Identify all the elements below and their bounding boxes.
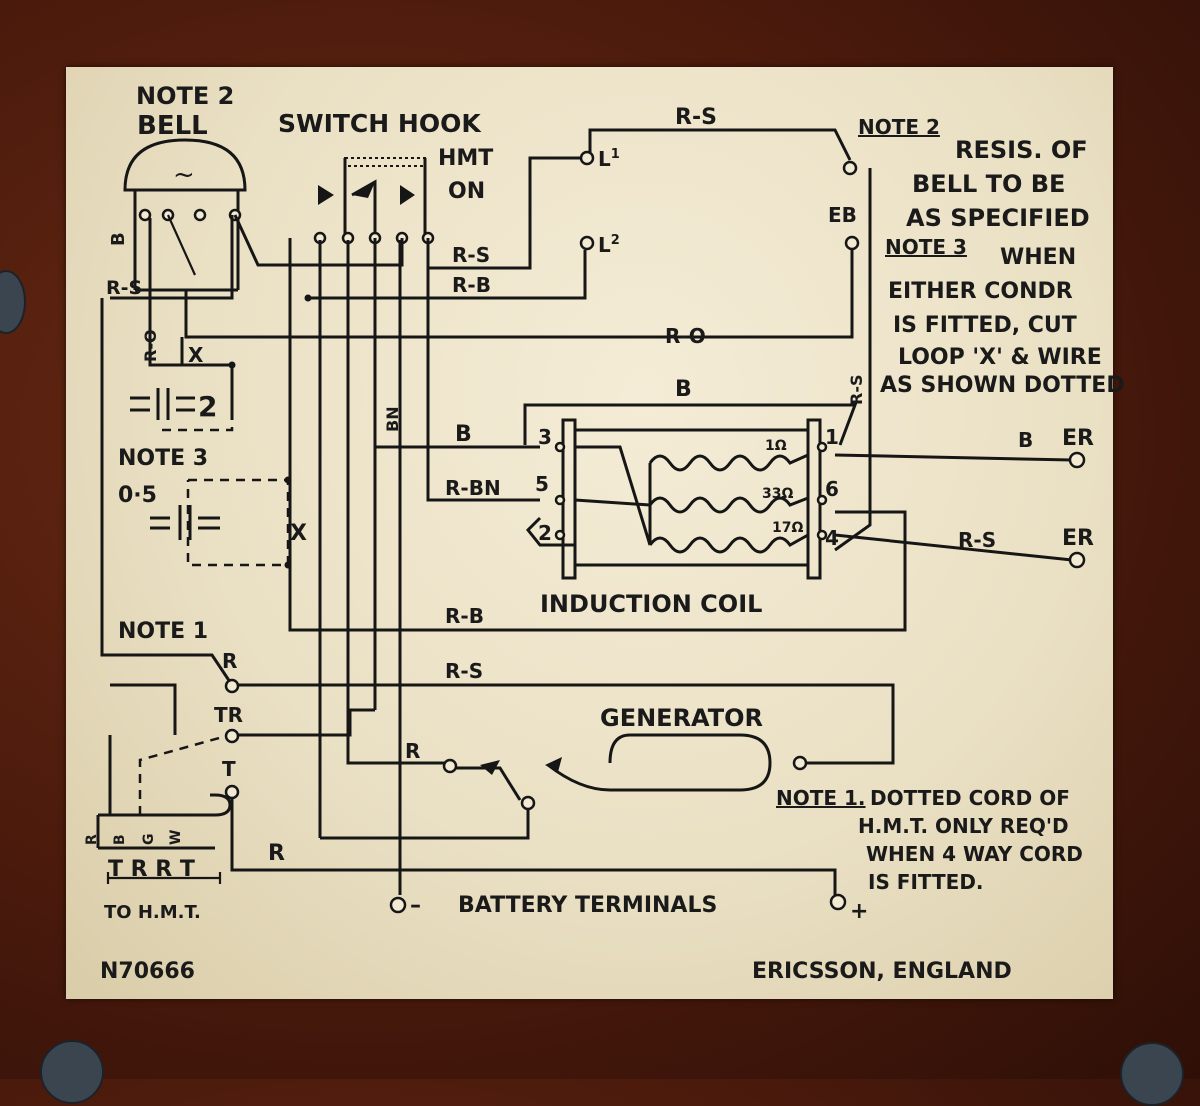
wiring-lines	[96, 128, 1086, 914]
cap-05-label: 0·5	[118, 483, 157, 508]
maker-label: ERICSSON, ENGLAND	[752, 959, 1012, 984]
coil-terminal-6: 6	[825, 477, 839, 501]
rs-er-label: R-S	[958, 528, 996, 552]
er-top-label: ER	[1062, 426, 1094, 451]
wiring-label-sheet	[66, 67, 1113, 999]
winding-1-ohm: 1Ω	[765, 438, 787, 454]
bell-symbol: ~	[123, 138, 247, 292]
note3-line2: EITHER CONDR	[888, 279, 1073, 304]
t-terminal-label: T	[222, 757, 236, 781]
coil-terminal-5: 5	[535, 472, 549, 496]
note3-line3: IS FITTED, CUT	[893, 313, 1077, 338]
induction-coil-label: INDUCTION COIL	[540, 590, 762, 618]
capacitor-2	[130, 363, 234, 432]
l1-label: L1	[598, 147, 620, 171]
note2-line1: RESIS. OF	[955, 136, 1088, 164]
rb-a-label: R-B	[452, 273, 491, 297]
battery-plus-label: +	[850, 899, 868, 924]
coil-terminal-4: 4	[825, 526, 839, 550]
l2-label: L2	[598, 233, 620, 257]
rs-left-label: R-S	[106, 277, 142, 299]
winding-17-ohm: 17Ω	[772, 520, 803, 536]
induction-coil-symbol	[525, 418, 828, 580]
note3-head: NOTE 3	[885, 235, 967, 259]
coil-terminal-1: 1	[825, 425, 839, 449]
rs-top-label: R-S	[675, 105, 717, 130]
notes-block: NOTE 2 RESIS. OF BELL TO BE AS SPECIFIED…	[776, 115, 1125, 894]
b-top-label: B	[675, 377, 692, 402]
rb-low-label: R-B	[445, 604, 484, 628]
cord-r-label: R	[84, 834, 100, 845]
note2-line3: AS SPECIFIED	[906, 204, 1090, 232]
note3-line4: LOOP 'X' & WIRE	[898, 345, 1102, 370]
cord-g-label: G	[141, 834, 157, 846]
switch-hook-symbol	[313, 157, 435, 245]
generator-label: GENERATOR	[600, 704, 763, 732]
r-terminal-label: R	[222, 649, 237, 673]
battery-terminals-label: BATTERY TERMINALS	[458, 893, 717, 918]
note1-line1: DOTTED CORD OF	[870, 786, 1070, 810]
b-left-label: B	[455, 422, 472, 447]
on-label: ON	[448, 179, 485, 204]
hmt-label: HMT	[438, 146, 493, 171]
bell-b-label: B	[108, 232, 129, 246]
rs-low-label: R-S	[445, 659, 483, 683]
bell-label: BELL	[137, 111, 208, 141]
note1-line2: H.M.T. ONLY REQ'D	[858, 814, 1069, 838]
wiring-diagram: ~	[84, 82, 1125, 984]
coil-terminal-3: 3	[538, 425, 552, 449]
x-mid-label: X	[290, 521, 307, 546]
rs-vert-label: R-S	[847, 375, 866, 405]
battery-minus-label: –	[410, 893, 421, 918]
r-gen-label: R	[405, 739, 420, 763]
tr-terminal-label: TR	[214, 703, 243, 727]
bell-note-label: NOTE 2	[136, 82, 234, 110]
to-hmt-label: TO H.M.T.	[104, 902, 201, 923]
note1-label: NOTE 1	[118, 619, 208, 644]
note3-line1: WHEN	[1000, 245, 1076, 270]
bell-tilde-icon: ~	[173, 160, 195, 190]
r-bottom-label: R	[268, 841, 285, 866]
winding-33-ohm: 33Ω	[762, 486, 793, 502]
cord-w-label: W	[168, 830, 184, 845]
trrt-label: T R R T	[108, 857, 195, 882]
b-er-label: B	[1018, 428, 1033, 452]
note1-head: NOTE 1.	[776, 786, 866, 810]
note3-cap-label: NOTE 3	[118, 446, 208, 471]
note1-line4: IS FITTED.	[868, 870, 984, 894]
bn-label: BN	[383, 406, 402, 432]
rs-a-label: R-S	[452, 243, 490, 267]
eb-label: EB	[828, 203, 857, 227]
note3-line5: AS SHOWN DOTTED	[880, 373, 1125, 398]
cap-2-label: 2	[198, 390, 217, 423]
x-top-label: X	[188, 343, 204, 367]
part-number-label: N70666	[100, 959, 195, 984]
coil-terminal-2: 2	[538, 521, 552, 545]
rbn-label: R-BN	[445, 476, 501, 500]
capacitor-05	[150, 478, 290, 567]
ro-vert-label: R-O	[141, 329, 160, 362]
note2-head: NOTE 2	[858, 115, 940, 139]
note2-line2: BELL TO BE	[912, 170, 1065, 198]
er-bottom-label: ER	[1062, 526, 1094, 551]
cord-b-label: B	[112, 834, 128, 845]
note1-line3: WHEN 4 WAY CORD	[866, 842, 1083, 866]
ro-mid-label: R-O	[665, 324, 706, 348]
junction-dots	[228, 294, 312, 569]
switch-hook-label: SWITCH HOOK	[278, 109, 482, 138]
